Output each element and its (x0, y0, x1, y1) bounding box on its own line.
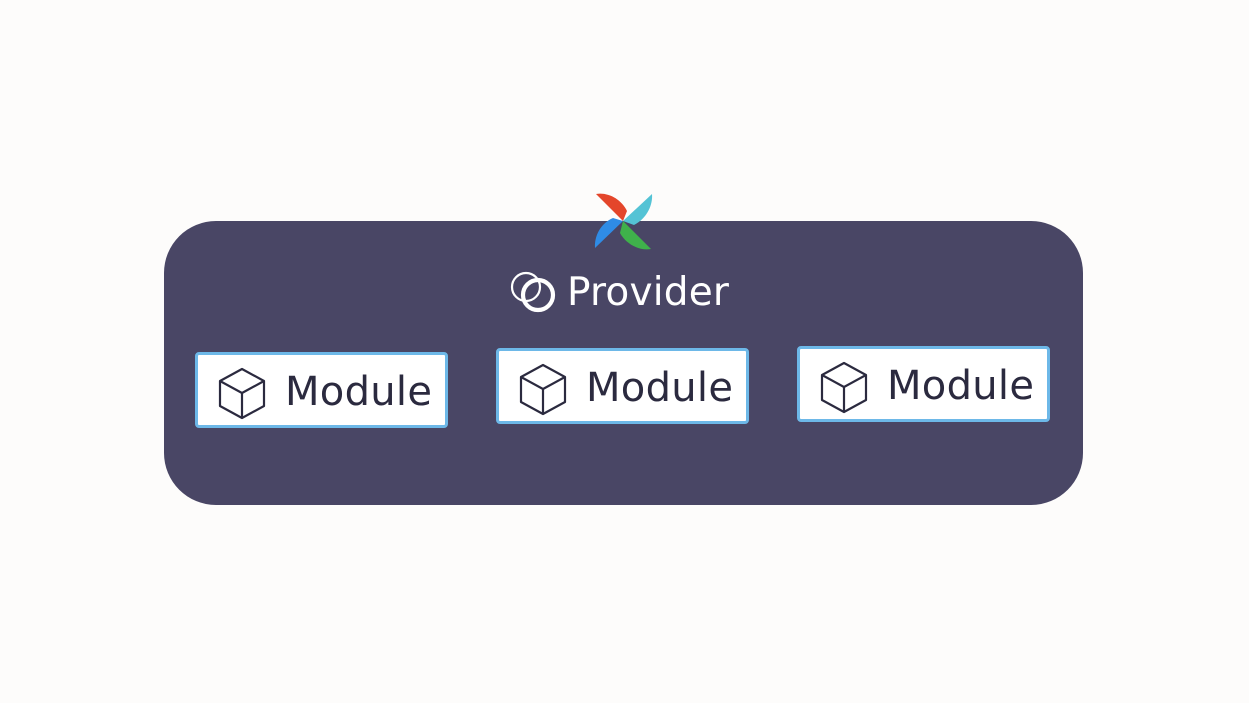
module-label: Module (887, 363, 1035, 409)
module-card: Module (797, 346, 1050, 422)
pinwheel-blade-green (620, 221, 651, 250)
airflow-pinwheel-icon (594, 193, 653, 250)
provider-header: Provider (508, 268, 729, 318)
cube-icon (820, 361, 868, 414)
module-card: Module (195, 352, 448, 428)
cube-icon (519, 363, 567, 416)
cube-icon (218, 367, 266, 420)
module-label: Module (285, 369, 433, 415)
pinwheel-blade-teal (623, 194, 653, 225)
module-label: Module (586, 365, 734, 411)
provider-title: Provider (567, 270, 730, 315)
module-card: Module (496, 348, 749, 424)
pinwheel-blade-blue (594, 218, 623, 248)
pinwheel-blade-red (596, 193, 627, 221)
overlapping-circles-icon (510, 271, 556, 313)
